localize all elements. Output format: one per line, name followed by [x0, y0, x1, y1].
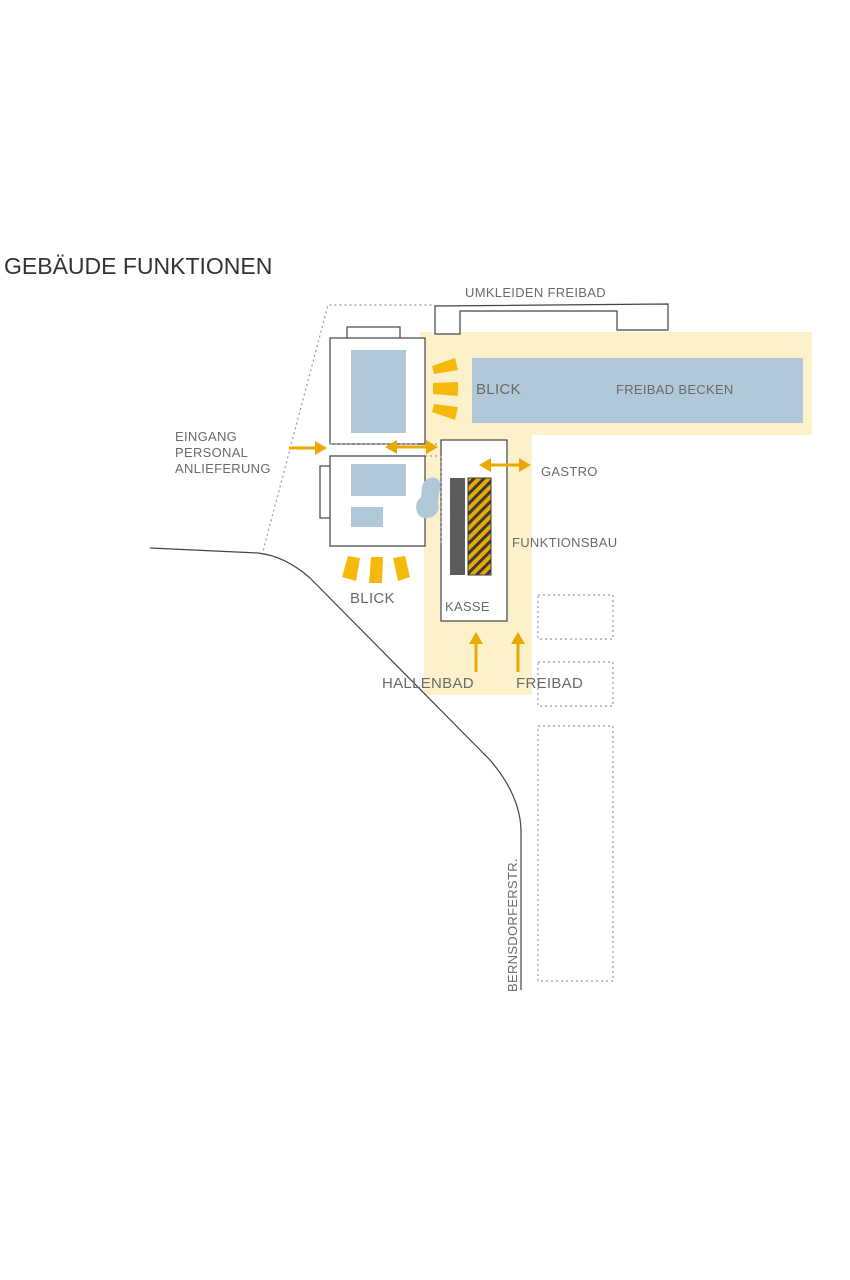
view-ray — [369, 557, 383, 583]
label-blick-pool: BLICK — [476, 381, 521, 398]
freibad-arrow — [511, 632, 525, 672]
road-bernsdorferstr — [149, 547, 522, 990]
page-title: GEBÄUDE FUNKTIONEN — [4, 253, 272, 279]
service-block — [450, 478, 465, 575]
parking-block-1 — [537, 594, 614, 640]
view-rays-pool — [432, 358, 458, 420]
arrow-head — [511, 632, 525, 644]
indoor-pool-lower — [351, 464, 406, 496]
arrow-head — [385, 440, 397, 454]
parking-block-2 — [537, 661, 614, 707]
site-boundary — [261, 304, 435, 556]
arrow-head — [479, 458, 491, 472]
connector-arrow — [385, 440, 438, 454]
splash-pool — [416, 477, 441, 519]
label-hallenbad: HALLENBAD — [382, 675, 474, 692]
view-ray — [393, 556, 410, 581]
hallenbad-arrow — [469, 632, 483, 672]
label-gastro: GASTRO — [541, 464, 598, 479]
hatched-kitchen-block — [467, 477, 492, 576]
arrow-head — [315, 441, 327, 455]
label-funktionsbau: FUNKTIONSBAU — [512, 535, 617, 550]
view-ray — [432, 404, 458, 420]
view-rays-bottom — [342, 556, 410, 583]
label-personal: PERSONAL — [175, 445, 248, 460]
label-street: BERNSDORFERSTR. — [505, 858, 520, 992]
gastro-arrow — [479, 458, 531, 472]
label-freibad: FREIBAD — [516, 675, 583, 692]
freibad-becken-pool — [472, 358, 803, 423]
umkleiden-building — [434, 303, 669, 335]
label-umkleiden: UMKLEIDEN FREIBAD — [465, 285, 606, 300]
label-freibad-becken: FREIBAD BECKEN — [616, 382, 734, 397]
arrow-head — [426, 440, 438, 454]
view-ray — [433, 382, 458, 396]
label-eingang: EINGANG — [175, 429, 237, 444]
arrow-head — [469, 632, 483, 644]
eingang-arrow — [289, 441, 327, 455]
small-pool — [351, 507, 383, 527]
label-blick-bottom: BLICK — [350, 590, 395, 607]
label-kasse: KASSE — [445, 599, 490, 614]
upper-building-annex — [346, 326, 401, 340]
indoor-pool-upper — [351, 350, 406, 433]
label-anlieferung: ANLIEFERUNG — [175, 461, 271, 476]
view-ray — [342, 556, 360, 581]
parking-block-3 — [537, 725, 614, 982]
arrow-head — [519, 458, 531, 472]
view-ray — [432, 358, 458, 374]
